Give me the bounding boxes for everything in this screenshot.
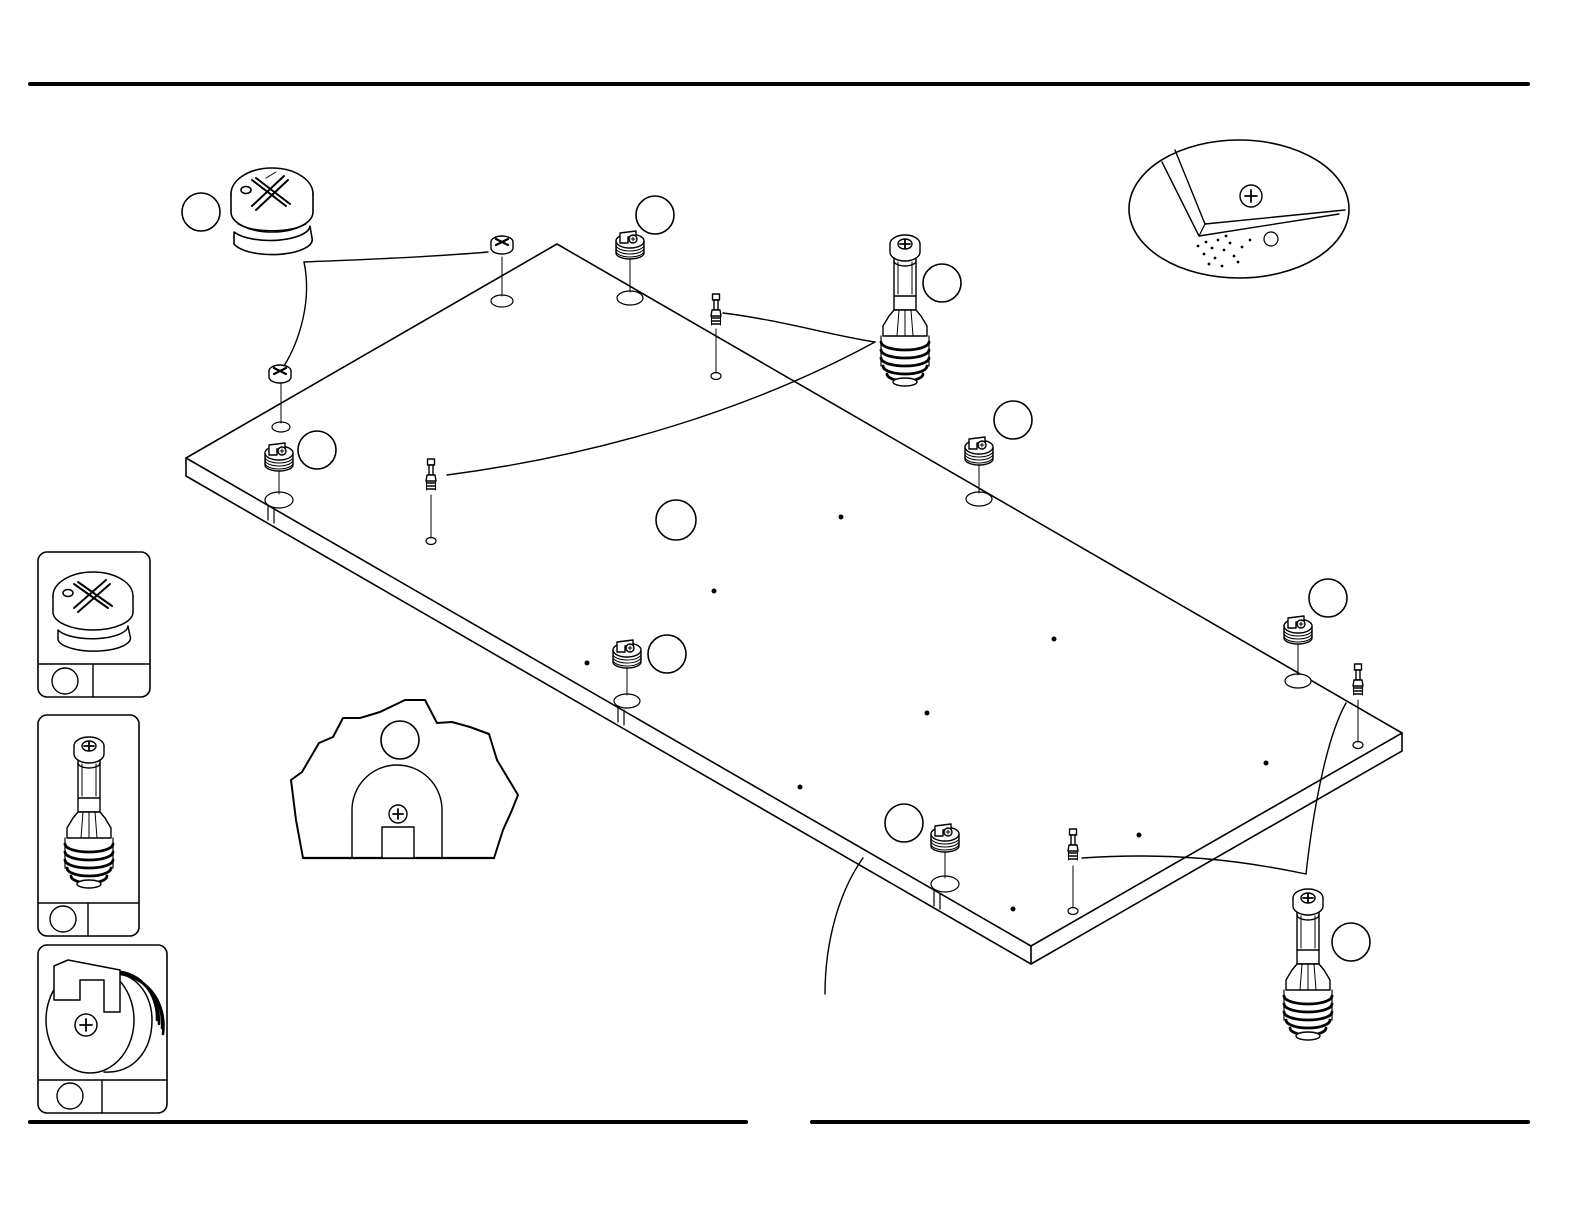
phillips-screw-icon: [389, 805, 407, 823]
callout-circle: [656, 500, 696, 540]
callout-circle: [1309, 579, 1347, 617]
callout-circle: [1332, 923, 1370, 961]
callout-circle: [381, 721, 419, 759]
callout-circle: [298, 431, 336, 469]
callout-circle: [648, 635, 686, 673]
panel-board: [186, 244, 1402, 964]
phillips-screw-icon: [1240, 185, 1262, 207]
cam-lock-icon: [53, 572, 133, 651]
cam-lock-large-icon: [231, 168, 313, 255]
parts-legend-cam-bolt: [38, 715, 139, 936]
callout-circle: [885, 804, 923, 842]
callout-circle: [923, 264, 961, 302]
callout-circle: [994, 401, 1032, 439]
parts-legend-cam-lock: [38, 552, 150, 697]
parts-legend-plastic-cam: [38, 945, 167, 1113]
callout-circle: [636, 196, 674, 234]
callout-circle: [182, 193, 220, 231]
detail-inset-edge: [1129, 140, 1349, 278]
